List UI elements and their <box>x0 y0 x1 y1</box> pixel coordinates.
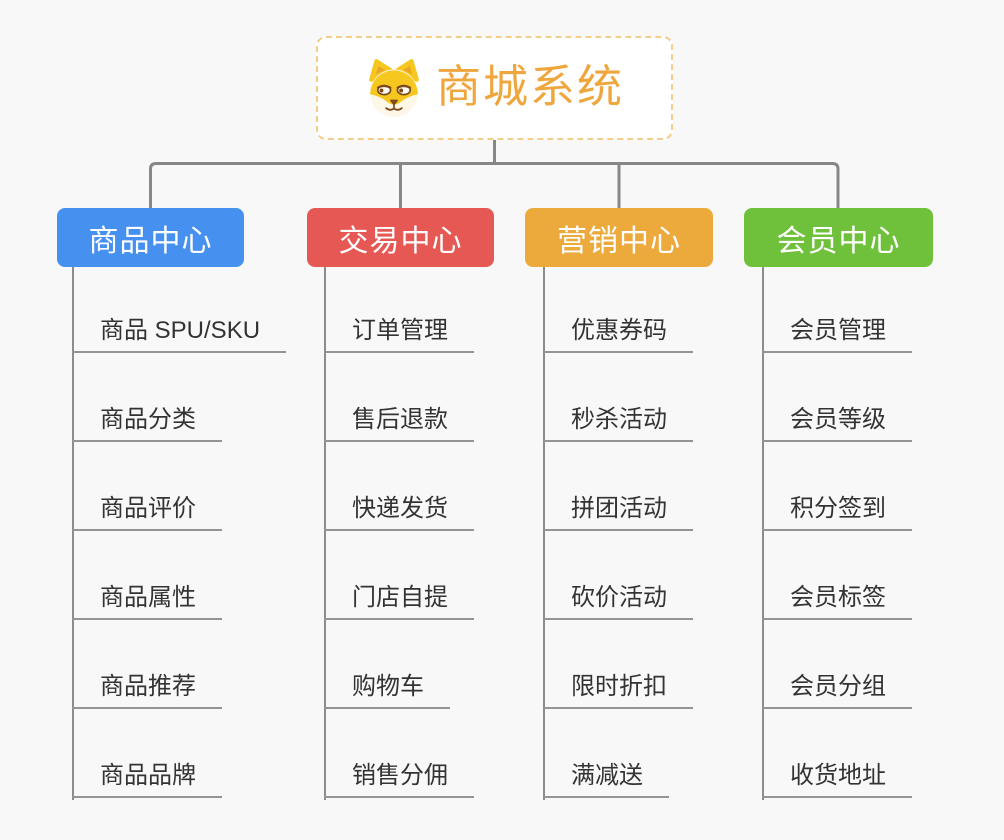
leaf-node[interactable]: 拼团活动 <box>543 491 693 531</box>
leaf-node[interactable]: 购物车 <box>324 669 450 709</box>
leaf-node[interactable]: 会员管理 <box>762 313 912 353</box>
leaf-node[interactable]: 积分签到 <box>762 491 912 531</box>
leaf-node[interactable]: 会员等级 <box>762 402 912 442</box>
leaf-node[interactable]: 门店自提 <box>324 580 474 620</box>
branch-column-marketing: 优惠券码 秒杀活动 拼团活动 砍价活动 限时折扣 满减送 <box>543 267 773 800</box>
leaf-node[interactable]: 销售分佣 <box>324 758 474 798</box>
root-node[interactable]: 商城系统 <box>316 36 673 140</box>
leaf-node[interactable]: 秒杀活动 <box>543 402 693 442</box>
leaf-node[interactable]: 会员标签 <box>762 580 912 620</box>
leaf-node[interactable]: 优惠券码 <box>543 313 693 353</box>
leaf-node[interactable]: 收货地址 <box>762 758 912 798</box>
branch-node-product-center[interactable]: 商品中心 <box>57 208 244 267</box>
leaf-node[interactable]: 商品分类 <box>72 402 222 442</box>
branch-node-member-center[interactable]: 会员中心 <box>744 208 933 267</box>
leaf-node[interactable]: 砍价活动 <box>543 580 693 620</box>
shiba-dog-icon <box>365 58 423 118</box>
leaf-node[interactable]: 满减送 <box>543 758 669 798</box>
branch-node-marketing-center[interactable]: 营销中心 <box>525 208 713 267</box>
branch-column-member: 会员管理 会员等级 积分签到 会员标签 会员分组 收货地址 <box>762 267 992 800</box>
leaf-node[interactable]: 订单管理 <box>324 313 474 353</box>
leaf-node[interactable]: 商品推荐 <box>72 669 222 709</box>
leaf-node[interactable]: 商品属性 <box>72 580 222 620</box>
leaf-node[interactable]: 限时折扣 <box>543 669 693 709</box>
branch-node-trade-center[interactable]: 交易中心 <box>307 208 494 267</box>
branch-column-trade: 订单管理 售后退款 快递发货 门店自提 购物车 销售分佣 <box>324 267 554 800</box>
leaf-node[interactable]: 售后退款 <box>324 402 474 442</box>
leaf-node[interactable]: 商品评价 <box>72 491 222 531</box>
leaf-node[interactable]: 商品品牌 <box>72 758 222 798</box>
leaf-node[interactable]: 商品 SPU/SKU <box>72 313 287 353</box>
branch-column-product: 商品 SPU/SKU 商品分类 商品评价 商品属性 商品推荐 商品品牌 <box>72 267 302 800</box>
leaf-node[interactable]: 快递发货 <box>324 491 474 531</box>
root-title: 商城系统 <box>435 60 624 112</box>
leaf-node[interactable]: 会员分组 <box>762 669 912 709</box>
